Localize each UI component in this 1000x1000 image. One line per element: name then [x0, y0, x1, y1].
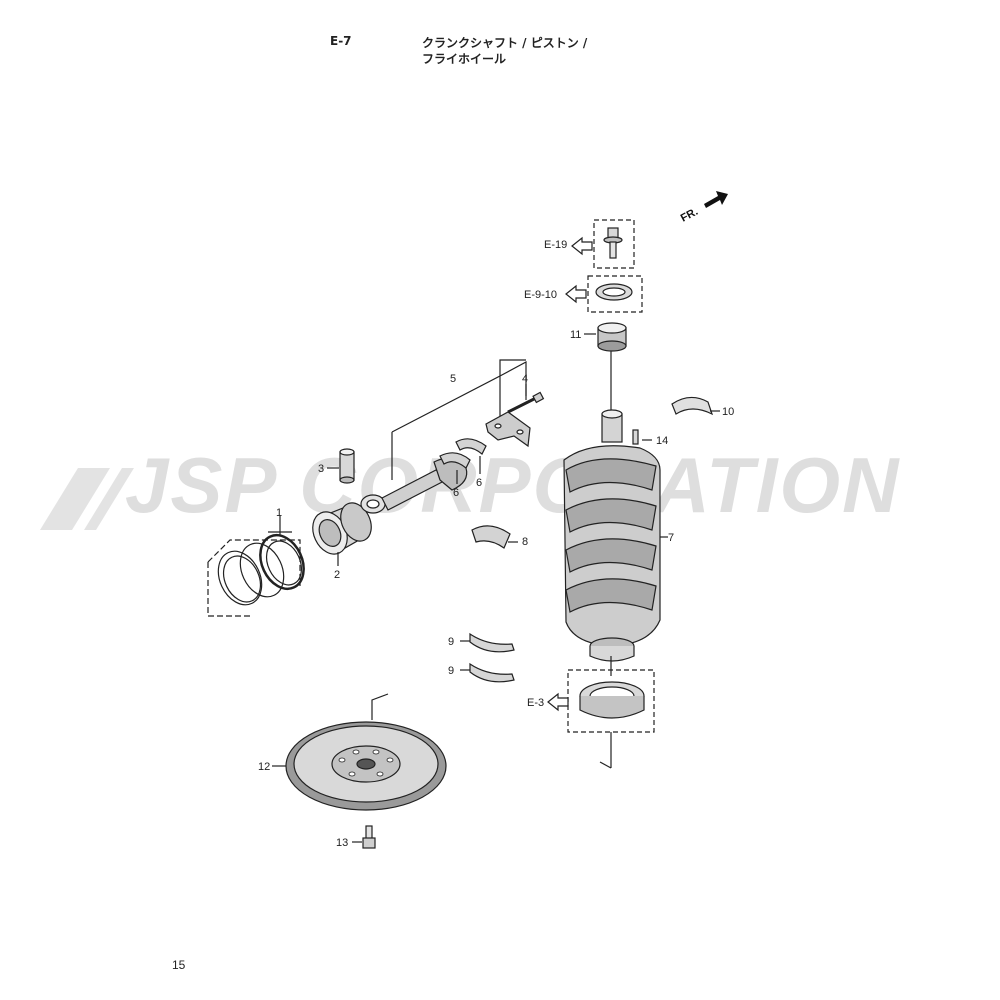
- callout-1: 1: [276, 507, 282, 519]
- direction-label: FR.: [679, 206, 700, 225]
- piston-ring-set[interactable]: [207, 516, 312, 617]
- reference-e3: E-3: [527, 697, 544, 709]
- watermark: JSP CORPORATION: [40, 441, 900, 530]
- callout-2: 2: [334, 569, 340, 581]
- crankshaft-pin[interactable]: [632, 429, 652, 445]
- front-direction-arrow: FR.: [679, 191, 728, 225]
- callout-6-lower: 6: [476, 477, 482, 489]
- callout-3: 3: [318, 463, 324, 475]
- main-bearing-upper[interactable]: [471, 525, 518, 549]
- callouts: 1 2 3 4 5 6 6 7 8 9 9 10 11 12 13 14 E-1…: [258, 239, 734, 849]
- upper-oil-seal-group[interactable]: [565, 275, 643, 313]
- crankshaft-snap-ring[interactable]: [671, 396, 720, 416]
- callout-12: 12: [258, 761, 270, 773]
- callout-7: 7: [668, 532, 674, 544]
- callout-6-upper: 6: [453, 487, 459, 499]
- reference-e9-10: E-9-10: [524, 289, 557, 301]
- page-number: 15: [172, 958, 186, 972]
- connecting-rod-bearing-lower[interactable]: [455, 438, 487, 474]
- connecting-rod-cap[interactable]: [485, 411, 531, 448]
- lower-oil-seal-group[interactable]: [547, 669, 655, 769]
- callout-8: 8: [522, 536, 528, 548]
- watermark-text: JSP CORPORATION: [125, 441, 900, 529]
- callout-4: 4: [522, 373, 528, 385]
- callout-9-lower: 9: [448, 665, 454, 677]
- flywheel[interactable]: [272, 693, 447, 811]
- crankshaft-timing-gear[interactable]: [584, 322, 627, 352]
- callout-14: 14: [656, 435, 668, 447]
- callout-9-upper: 9: [448, 636, 454, 648]
- flywheel-bolt[interactable]: [352, 825, 376, 849]
- connecting-rod[interactable]: [360, 359, 527, 514]
- top-bolt-group[interactable]: [571, 219, 635, 269]
- callout-10: 10: [722, 406, 734, 418]
- reference-e19: E-19: [544, 239, 567, 251]
- piston[interactable]: [306, 498, 377, 566]
- thrust-bearing-2[interactable]: [460, 662, 515, 683]
- piston-pin[interactable]: [327, 448, 355, 484]
- connecting-rod-bolt[interactable]: [507, 384, 545, 414]
- crankshaft[interactable]: [563, 350, 668, 676]
- diagram-title-line2: フライホイール: [422, 52, 507, 66]
- connecting-rod-bearing-upper[interactable]: [439, 452, 471, 484]
- diagram-code: E-7: [330, 34, 352, 48]
- thrust-bearing-1[interactable]: [460, 632, 515, 653]
- callout-11: 11: [570, 329, 581, 341]
- callout-13: 13: [336, 837, 348, 849]
- callout-5: 5: [450, 373, 456, 385]
- diagram-title-line1: クランクシャフト / ピストン /: [422, 36, 588, 50]
